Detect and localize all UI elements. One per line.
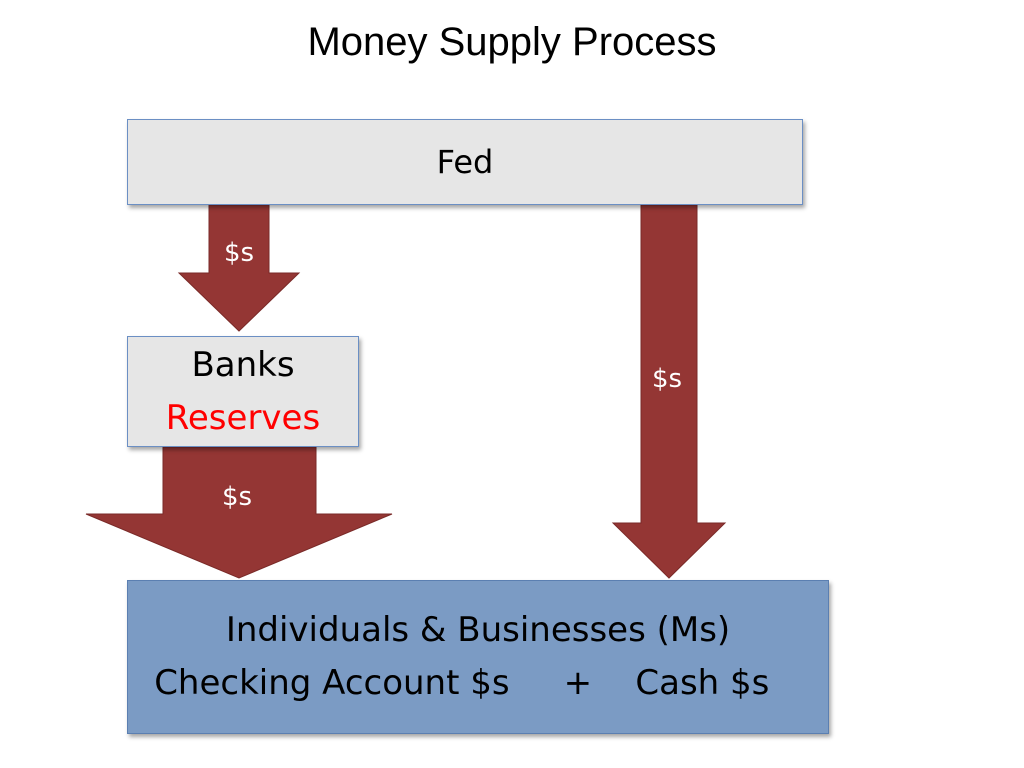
money-components-row: Checking Account $s + Cash $s xyxy=(154,657,802,710)
arrow-label-banks-to-individuals: $s xyxy=(222,482,253,512)
arrow-label-fed-to-banks: $s xyxy=(224,238,255,268)
banks-box: Banks Reserves xyxy=(127,336,359,447)
banks-label: Banks xyxy=(191,344,295,385)
arrow-banks-to-individuals xyxy=(85,446,393,579)
cash-label: Cash $s xyxy=(635,663,770,703)
individuals-label: Individuals & Businesses (Ms) xyxy=(225,610,731,651)
checking-label: Checking Account $s xyxy=(154,663,510,703)
page-title: Money Supply Process xyxy=(307,20,717,64)
fed-label: Fed xyxy=(436,143,494,181)
plus-sign: + xyxy=(563,663,593,703)
arrow-label-fed-to-individuals: $s xyxy=(652,364,683,394)
reserves-label: Reserves xyxy=(165,397,321,438)
individuals-box: Individuals & Businesses (Ms) Checking A… xyxy=(127,580,829,734)
fed-box: Fed xyxy=(127,119,803,205)
arrow-fed-to-individuals xyxy=(611,204,727,579)
arrow-fed-to-banks xyxy=(177,204,301,332)
